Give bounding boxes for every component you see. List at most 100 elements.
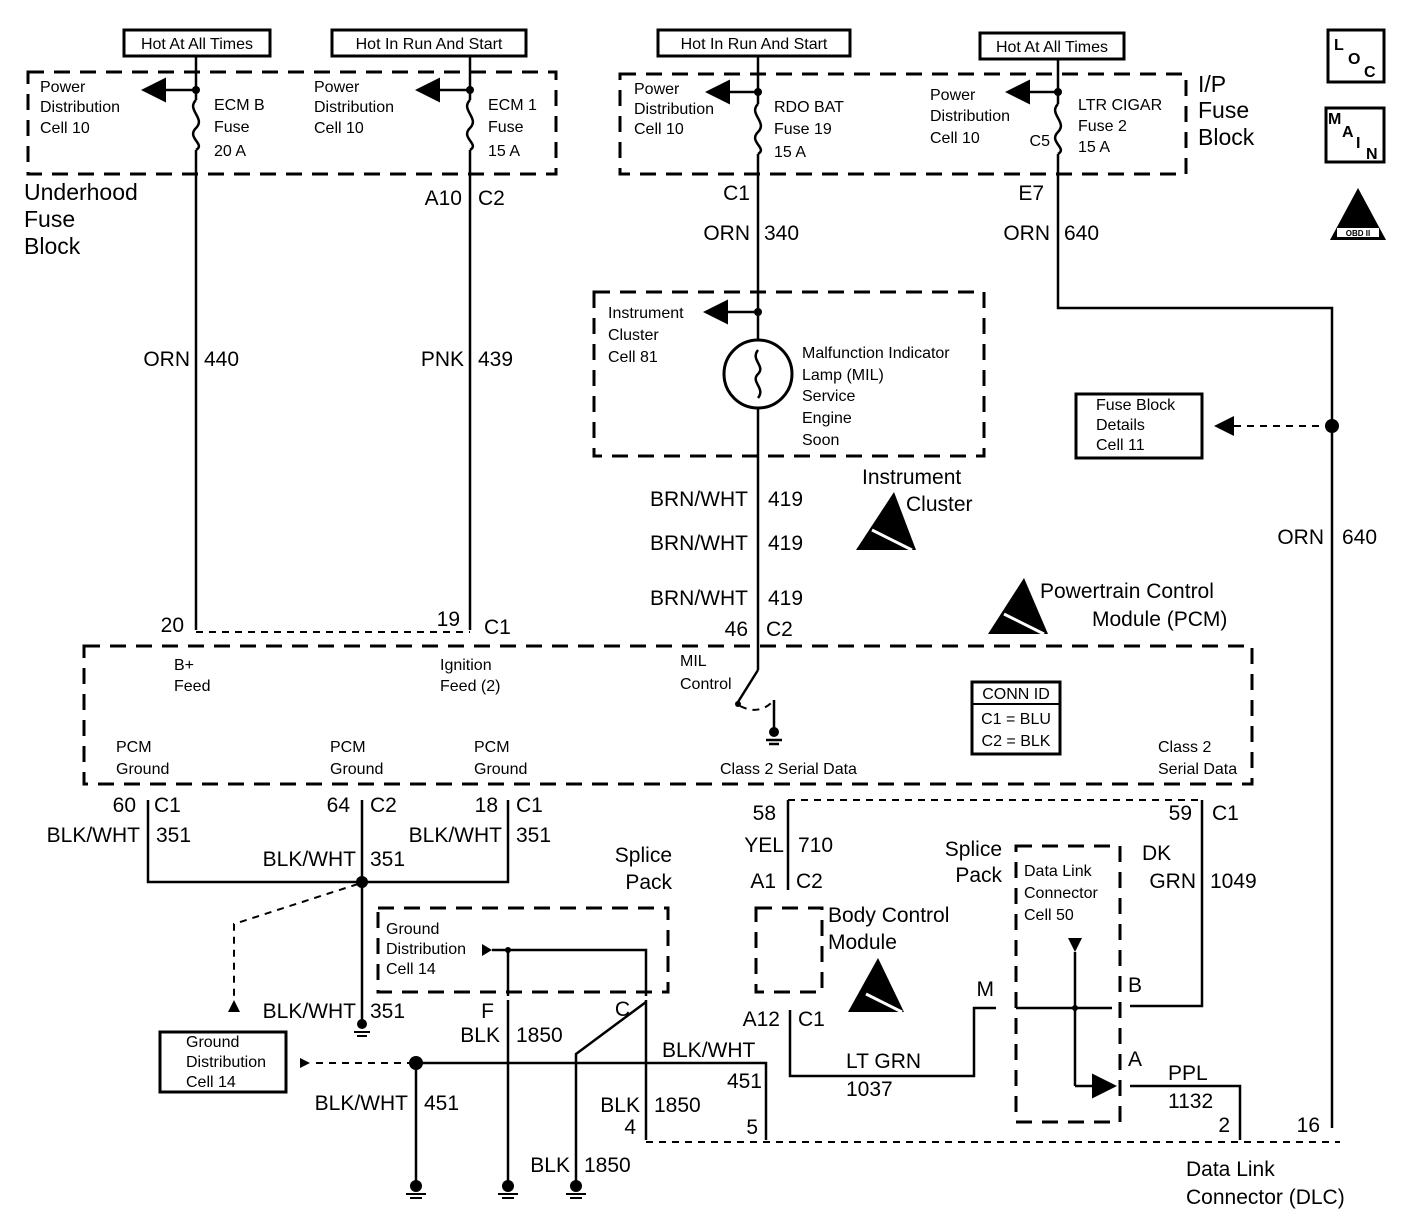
ground-distribution-ref-box[interactable]: Ground Distribution Cell 14 bbox=[158, 1030, 288, 1094]
svg-text:Ground: Ground bbox=[116, 761, 169, 778]
wire-color-label: ORN bbox=[143, 348, 190, 371]
ground-icon bbox=[498, 1180, 518, 1199]
wire-dk-grn-1049 bbox=[1130, 800, 1204, 1008]
esd-warning-icon bbox=[848, 958, 904, 1014]
svg-text:Class 2: Class 2 bbox=[1158, 739, 1211, 756]
esd-warning-icon bbox=[856, 492, 916, 552]
pin-f: F bbox=[481, 1000, 494, 1023]
pin-19: 19 bbox=[437, 608, 460, 631]
wire-lt-grn-1037 bbox=[788, 1006, 996, 1078]
svg-text:I/P: I/P bbox=[1198, 71, 1226, 97]
dlc-ref[interactable]: Data Link Connector Cell 50 bbox=[1024, 863, 1098, 924]
svg-text:CONN ID: CONN ID bbox=[982, 686, 1050, 703]
fuse-block-details-ref[interactable]: Fuse Block Details Cell 11 bbox=[1074, 392, 1204, 460]
connector-c2: C2 bbox=[766, 618, 793, 641]
power-distribution-ref-c[interactable]: Power Distribution Cell 10 bbox=[634, 81, 714, 138]
wire-number-label: 1850 bbox=[516, 1024, 563, 1047]
wire-ppl-1132 bbox=[1130, 1084, 1242, 1140]
svg-text:Ground: Ground bbox=[186, 1034, 239, 1051]
splice-pack-label: Splice Pack bbox=[615, 844, 673, 894]
svg-text:Instrument: Instrument bbox=[608, 305, 684, 322]
svg-text:Hot At All Times: Hot At All Times bbox=[141, 36, 253, 53]
wire-number-label: 340 bbox=[764, 222, 799, 245]
power-distribution-ref-b[interactable]: Power Distribution Cell 10 bbox=[314, 79, 394, 137]
svg-text:Distribution: Distribution bbox=[186, 1054, 266, 1071]
wire-color-label: LT GRN bbox=[846, 1050, 921, 1073]
wire-number-label: 640 bbox=[1064, 222, 1099, 245]
svg-text:15 A: 15 A bbox=[1078, 139, 1110, 156]
svg-text:Fuse Block: Fuse Block bbox=[1096, 397, 1176, 414]
wire-number-label: 1132 bbox=[1168, 1090, 1213, 1113]
svg-text:MIL: MIL bbox=[680, 653, 707, 670]
connector-c2: C2 bbox=[370, 794, 397, 817]
instrument-cluster-ref[interactable]: Instrument Cluster Cell 81 bbox=[608, 305, 684, 366]
svg-text:Data Link: Data Link bbox=[1024, 863, 1093, 880]
svg-text:C2 = BLK: C2 = BLK bbox=[982, 733, 1051, 750]
wire-number-label: 451 bbox=[424, 1092, 459, 1115]
svg-text:I: I bbox=[1356, 135, 1360, 152]
wire-color-label: BRN/WHT bbox=[650, 488, 748, 511]
svg-text:Data Link: Data Link bbox=[1186, 1158, 1275, 1181]
pin-59: 59 bbox=[1169, 802, 1192, 825]
dlc-title: Data Link Connector (DLC) bbox=[1186, 1158, 1345, 1209]
power-distribution-ref-a[interactable]: Power Distribution Cell 10 bbox=[40, 79, 120, 137]
wire-color-label: BLK/WHT bbox=[315, 1092, 409, 1115]
svg-text:PCM: PCM bbox=[116, 739, 152, 756]
mil-lamp-icon bbox=[722, 338, 794, 410]
wire-number-label: 1049 bbox=[1210, 870, 1257, 893]
pin-m: M bbox=[977, 978, 995, 1001]
wire-color-label: BLK/WHT bbox=[409, 824, 503, 847]
pin-46: 46 bbox=[725, 618, 748, 641]
svg-text:Hot In Run And Start: Hot In Run And Start bbox=[681, 36, 828, 53]
svg-text:Fuse: Fuse bbox=[214, 119, 250, 136]
ecm-1-fuse-icon bbox=[465, 99, 475, 152]
ground-distribution-ref-inner[interactable]: Ground Distribution Cell 14 bbox=[386, 921, 466, 978]
svg-text:Power: Power bbox=[314, 79, 360, 96]
svg-text:N: N bbox=[1366, 146, 1378, 163]
wire-color-label: ORN bbox=[1003, 222, 1050, 245]
loc-badge-icon[interactable]: L O C bbox=[1326, 28, 1386, 84]
svg-text:Serial Data: Serial Data bbox=[1158, 761, 1237, 778]
svg-text:Splice: Splice bbox=[615, 844, 672, 867]
pin-64: 64 bbox=[327, 794, 351, 817]
svg-text:ECM 1: ECM 1 bbox=[488, 97, 537, 114]
class2-serial-data-label-2: Class 2 Serial Data bbox=[1158, 739, 1237, 778]
wire-number-label: 419 bbox=[768, 587, 803, 610]
connector-e7: E7 bbox=[1018, 182, 1044, 205]
svg-text:Cell 10: Cell 10 bbox=[40, 120, 90, 137]
svg-text:15 A: 15 A bbox=[774, 144, 806, 161]
wire-color-label: DK bbox=[1142, 842, 1171, 865]
svg-text:Power: Power bbox=[930, 87, 976, 104]
pin-58: 58 bbox=[753, 802, 776, 825]
bcm-boundary bbox=[754, 906, 824, 994]
mil-control-switch-icon bbox=[735, 618, 782, 746]
power-distribution-ref-d[interactable]: Power Distribution Cell 10 bbox=[930, 87, 1010, 147]
svg-text:Block: Block bbox=[24, 233, 81, 259]
svg-text:Malfunction Indicator: Malfunction Indicator bbox=[802, 345, 950, 362]
ltr-cigar-fuse-label: LTR CIGAR Fuse 2 15 A bbox=[1078, 97, 1162, 156]
svg-text:Connector: Connector bbox=[1024, 885, 1098, 902]
svg-text:Ignition: Ignition bbox=[440, 657, 492, 674]
wire-number-label: 351 bbox=[370, 1000, 405, 1023]
svg-text:Distribution: Distribution bbox=[314, 99, 394, 116]
data-splice-pack-boundary bbox=[1014, 844, 1122, 1124]
hot-in-run-start-label-2: Hot In Run And Start bbox=[656, 28, 852, 58]
svg-text:Pack: Pack bbox=[625, 871, 672, 894]
wire-color-label: PNK bbox=[421, 348, 464, 371]
wire-color-label: BLK/WHT bbox=[263, 848, 357, 871]
main-badge-icon[interactable]: M A I N bbox=[1324, 106, 1386, 164]
rdo-bat-fuse-icon bbox=[753, 103, 763, 156]
pin-16: 16 bbox=[1297, 1114, 1320, 1137]
wire-blk-wht-451 bbox=[416, 1061, 768, 1140]
svg-text:C1 = BLU: C1 = BLU bbox=[981, 711, 1051, 728]
svg-text:20 A: 20 A bbox=[214, 143, 246, 160]
class2-serial-data-label: Class 2 Serial Data bbox=[720, 761, 857, 778]
hot-at-all-times-label-2: Hot At All Times bbox=[978, 31, 1126, 61]
svg-text:Lamp (MIL): Lamp (MIL) bbox=[802, 367, 884, 384]
connector-c1: C1 bbox=[1212, 802, 1239, 825]
ground-splice-pack-boundary bbox=[376, 906, 670, 994]
svg-text:Distribution: Distribution bbox=[386, 941, 466, 958]
ignition-feed-label: Ignition Feed (2) bbox=[440, 657, 500, 695]
svg-text:C: C bbox=[1364, 64, 1376, 81]
